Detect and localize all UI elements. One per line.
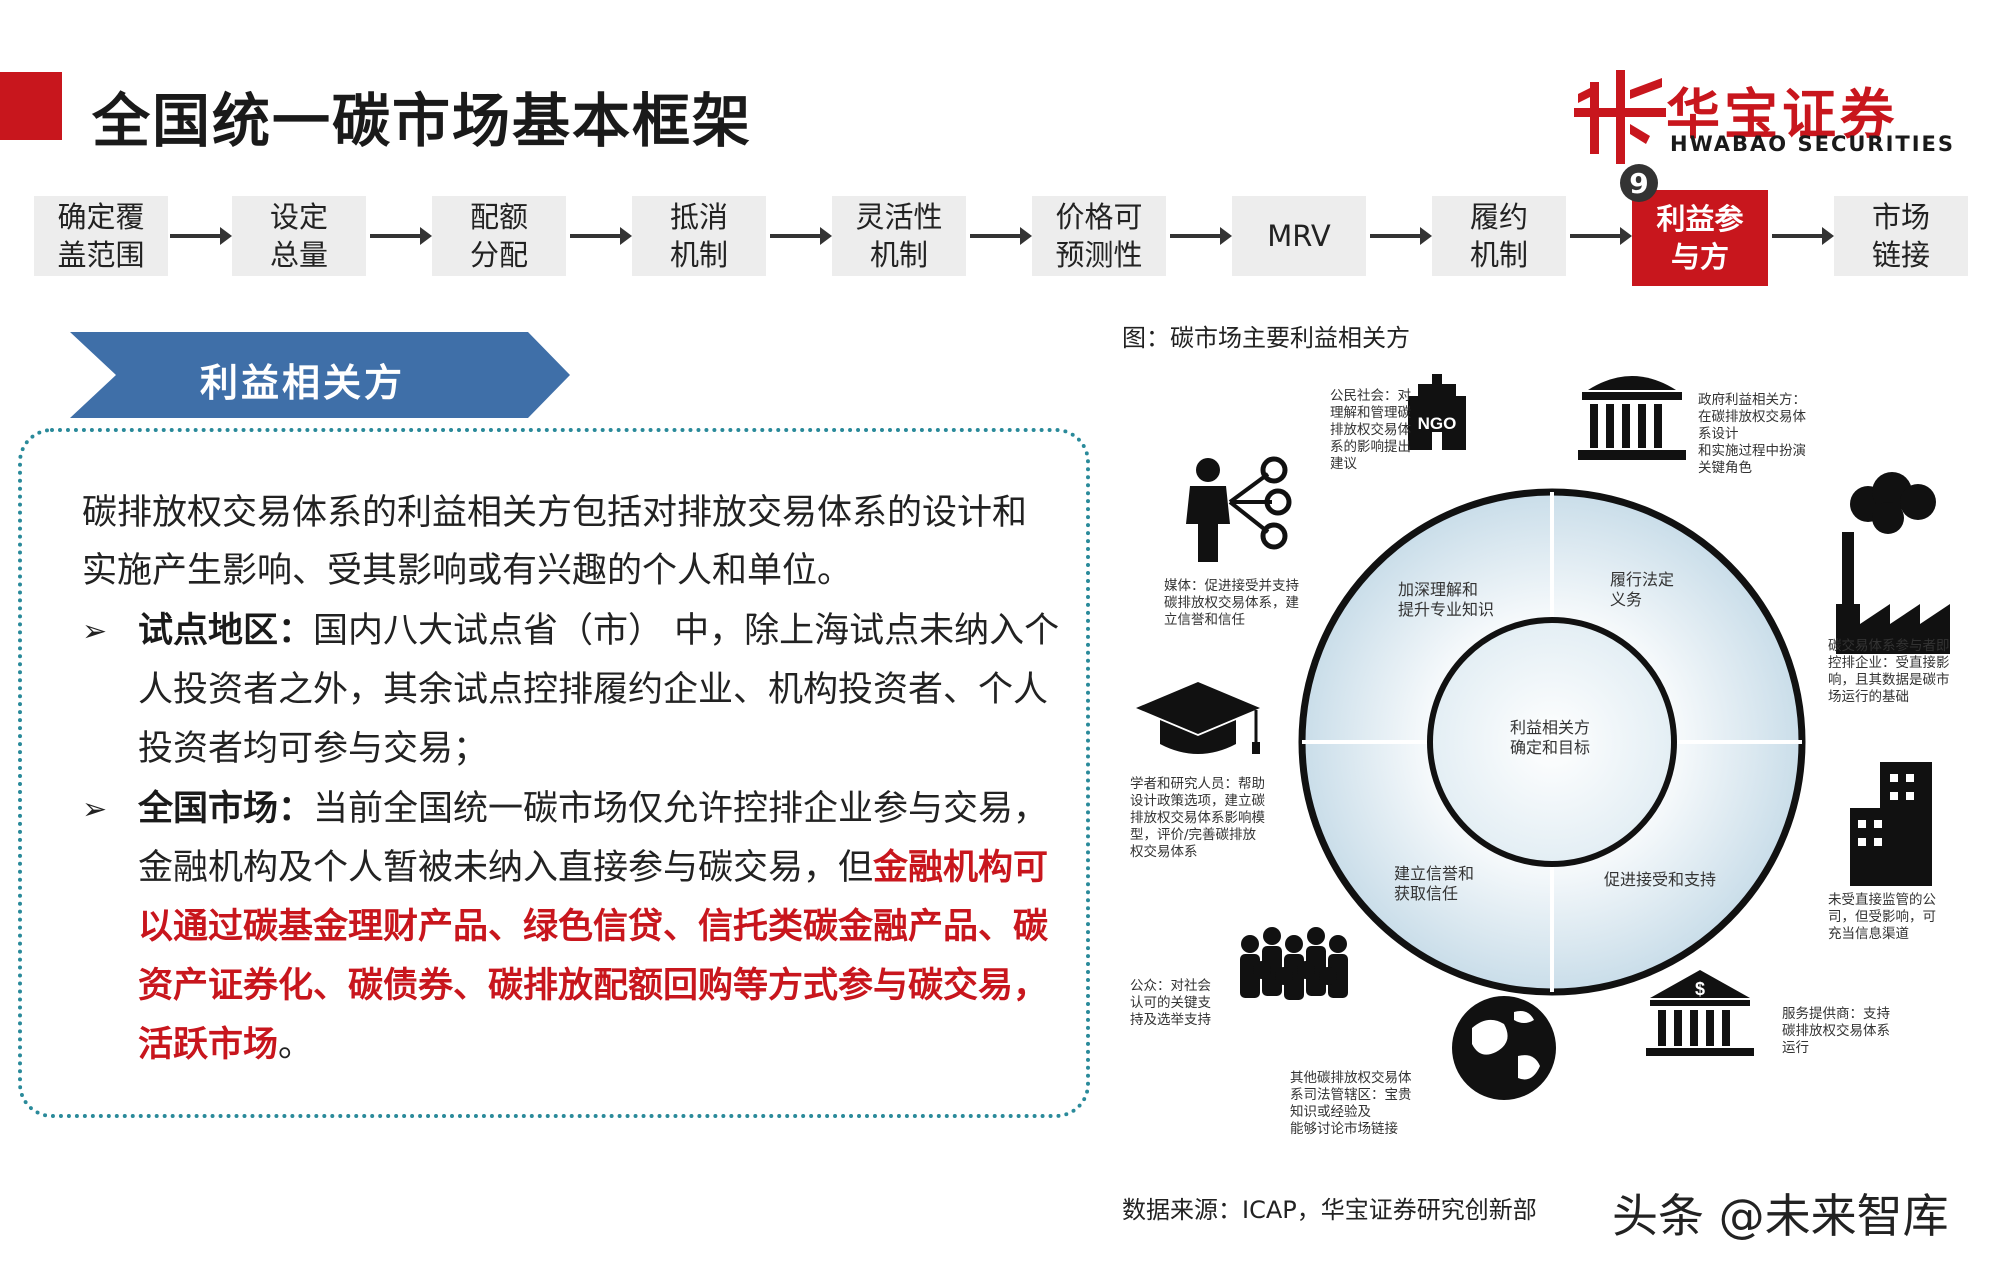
ring-label-legal-duty: 履行法定 义务 [1610,570,1675,609]
stakeholder-public: 公众：对社会 认可的关键支 持及选举支持 [1130,978,1211,1028]
bullet-tail: 。 [278,1025,314,1065]
stakeholder-wheel: $ [1136,374,1950,1100]
bullet-text: 当前全国统一碳市场仅允许控排企业参与交易，金融机构及个人暂被未纳入直接参与碳交易… [138,789,1049,888]
flow-step-cap: 设定 总量 [232,196,366,276]
company-logo: 华宝证券 HWABAO SECURITIES [1570,64,1953,174]
stakeholder-government: 政府利益相关方： 在碳排放权交易体 系设计 和实施过程中扮演 关键角色 [1698,392,1806,476]
banner-arrow-shape [70,332,570,418]
flow-step-flexibility: 灵活性 机制 [832,196,966,276]
flow-step-stakeholders: 利益参 与方 [1632,190,1768,286]
page-title: 全国统一碳市场基本框架 [92,87,753,155]
active-step-badge: 9 [1620,164,1658,202]
svg-text:$: $ [1695,979,1705,999]
crowd-icon [1240,927,1348,1000]
ngo-building-icon [1408,374,1466,450]
ring-label-knowledge: 加深理解和 提升专业知识 [1398,580,1495,619]
stakeholder-civil-society: 公民社会：对 理解和管理碳 排放权交易体 系的影响提出 建议 [1330,388,1411,472]
bullet-pilot-regions: ➢ 试点地区：国内八大试点省（市） 中，除上海试点未纳入个人投资者之外，其余试点… [82,602,1062,779]
logo-english-name: HWABAO SECURITIES [1670,132,1955,156]
flow-step-allocation: 配额 分配 [432,196,566,276]
flow-arrow [1170,227,1232,245]
figure-caption: 图：碳市场主要利益相关方 [1122,324,1410,352]
bullet-heading: 试点地区： [138,611,314,651]
flow-step-offset: 抵消 机制 [632,196,766,276]
stakeholder-covered-entities: 碳交易体系参与者即 控排企业：受直接影 响，且其数据是碳市 场运行的基础 [1828,638,1950,705]
globe-icon [1452,996,1556,1100]
watermark: 头条 @未来智库 [1612,1189,1949,1243]
flow-arrow [770,227,832,245]
bullet-national-market: ➢ 全国市场：当前全国统一碳市场仅允许控排企业参与交易，金融机构及个人暂被未纳入… [82,780,1062,1075]
flow-arrow [1772,227,1834,245]
section-title: 利益相关方 [200,361,406,405]
stakeholder-diagram: $ [1120,352,1980,1152]
hwabao-logo-icon [1574,70,1666,164]
content-box [18,428,1090,1118]
stakeholder-media: 媒体：促进接受并支持 碳排放权交易体系，建 立信誉和信任 [1164,578,1299,628]
flow-arrow [170,227,232,245]
data-source: 数据来源：ICAP，华宝证券研究创新部 [1122,1196,1537,1224]
bullet-text: 国内八大试点省（市） 中，除上海试点未纳入个人投资者之外，其余试点控排履约企业、… [138,611,1060,769]
ring-label-trust: 建立信誉和 获取信任 [1394,864,1475,903]
flow-step-linking: 市场 链接 [1834,196,1968,276]
ring-label-acceptance: 促进接受和支持 [1604,870,1717,889]
stakeholder-unregulated-companies: 未受直接监管的公 司，但受影响，可 充当信息渠道 [1828,892,1936,942]
center-label: 利益相关方 确定和目标 [1510,718,1591,757]
arrow-bullet-icon: ➢ [82,792,108,827]
arrow-bullet-icon: ➢ [82,614,108,649]
bullet-highlight: 金融机构可以通过碳基金理财产品、绿色信贷、信托类碳金融产品、碳资产证券化、碳债券… [138,848,1049,1065]
flow-arrow [370,227,432,245]
intro-paragraph: 碳排放权交易体系的利益相关方包括对排放交易体系的设计和实施产生影响、受其影响或有… [82,493,1028,591]
bank-dollar-icon: $ [1646,970,1754,1056]
graduation-cap-icon [1136,682,1260,754]
bullet-heading: 全国市场： [138,789,314,829]
flow-arrow [1570,227,1632,245]
title-accent-block [0,72,62,140]
flow-arrow [570,227,632,245]
flow-step-compliance: 履约 机制 [1432,196,1566,276]
section-banner: 利益相关方 [70,332,570,418]
flow-step-coverage: 确定覆 盖范围 [34,196,168,276]
flow-arrow [970,227,1032,245]
logo-chinese-name: 华宝证券 [1666,83,1898,146]
government-building-icon [1578,376,1686,460]
factory-icon [1836,472,1950,654]
flow-arrow [1370,227,1432,245]
flow-step-mrv: MRV [1232,196,1366,276]
stakeholder-other-jurisdictions: 其他碳排放权交易体 系司法管辖区：宝贵 知识或经验及 能够讨论市场链接 [1290,1070,1412,1137]
flow-step-price: 价格可 预测性 [1032,196,1166,276]
stakeholder-service-providers: 服务提供商：支持 碳排放权交易体系 运行 [1782,1006,1890,1056]
media-network-icon [1186,456,1292,562]
stakeholder-academics: 学者和研究人员：帮助 设计政策选项，建立碳 排放权交易体系影响模 型，评价/完善… [1130,776,1265,860]
office-buildings-icon [1850,762,1932,886]
